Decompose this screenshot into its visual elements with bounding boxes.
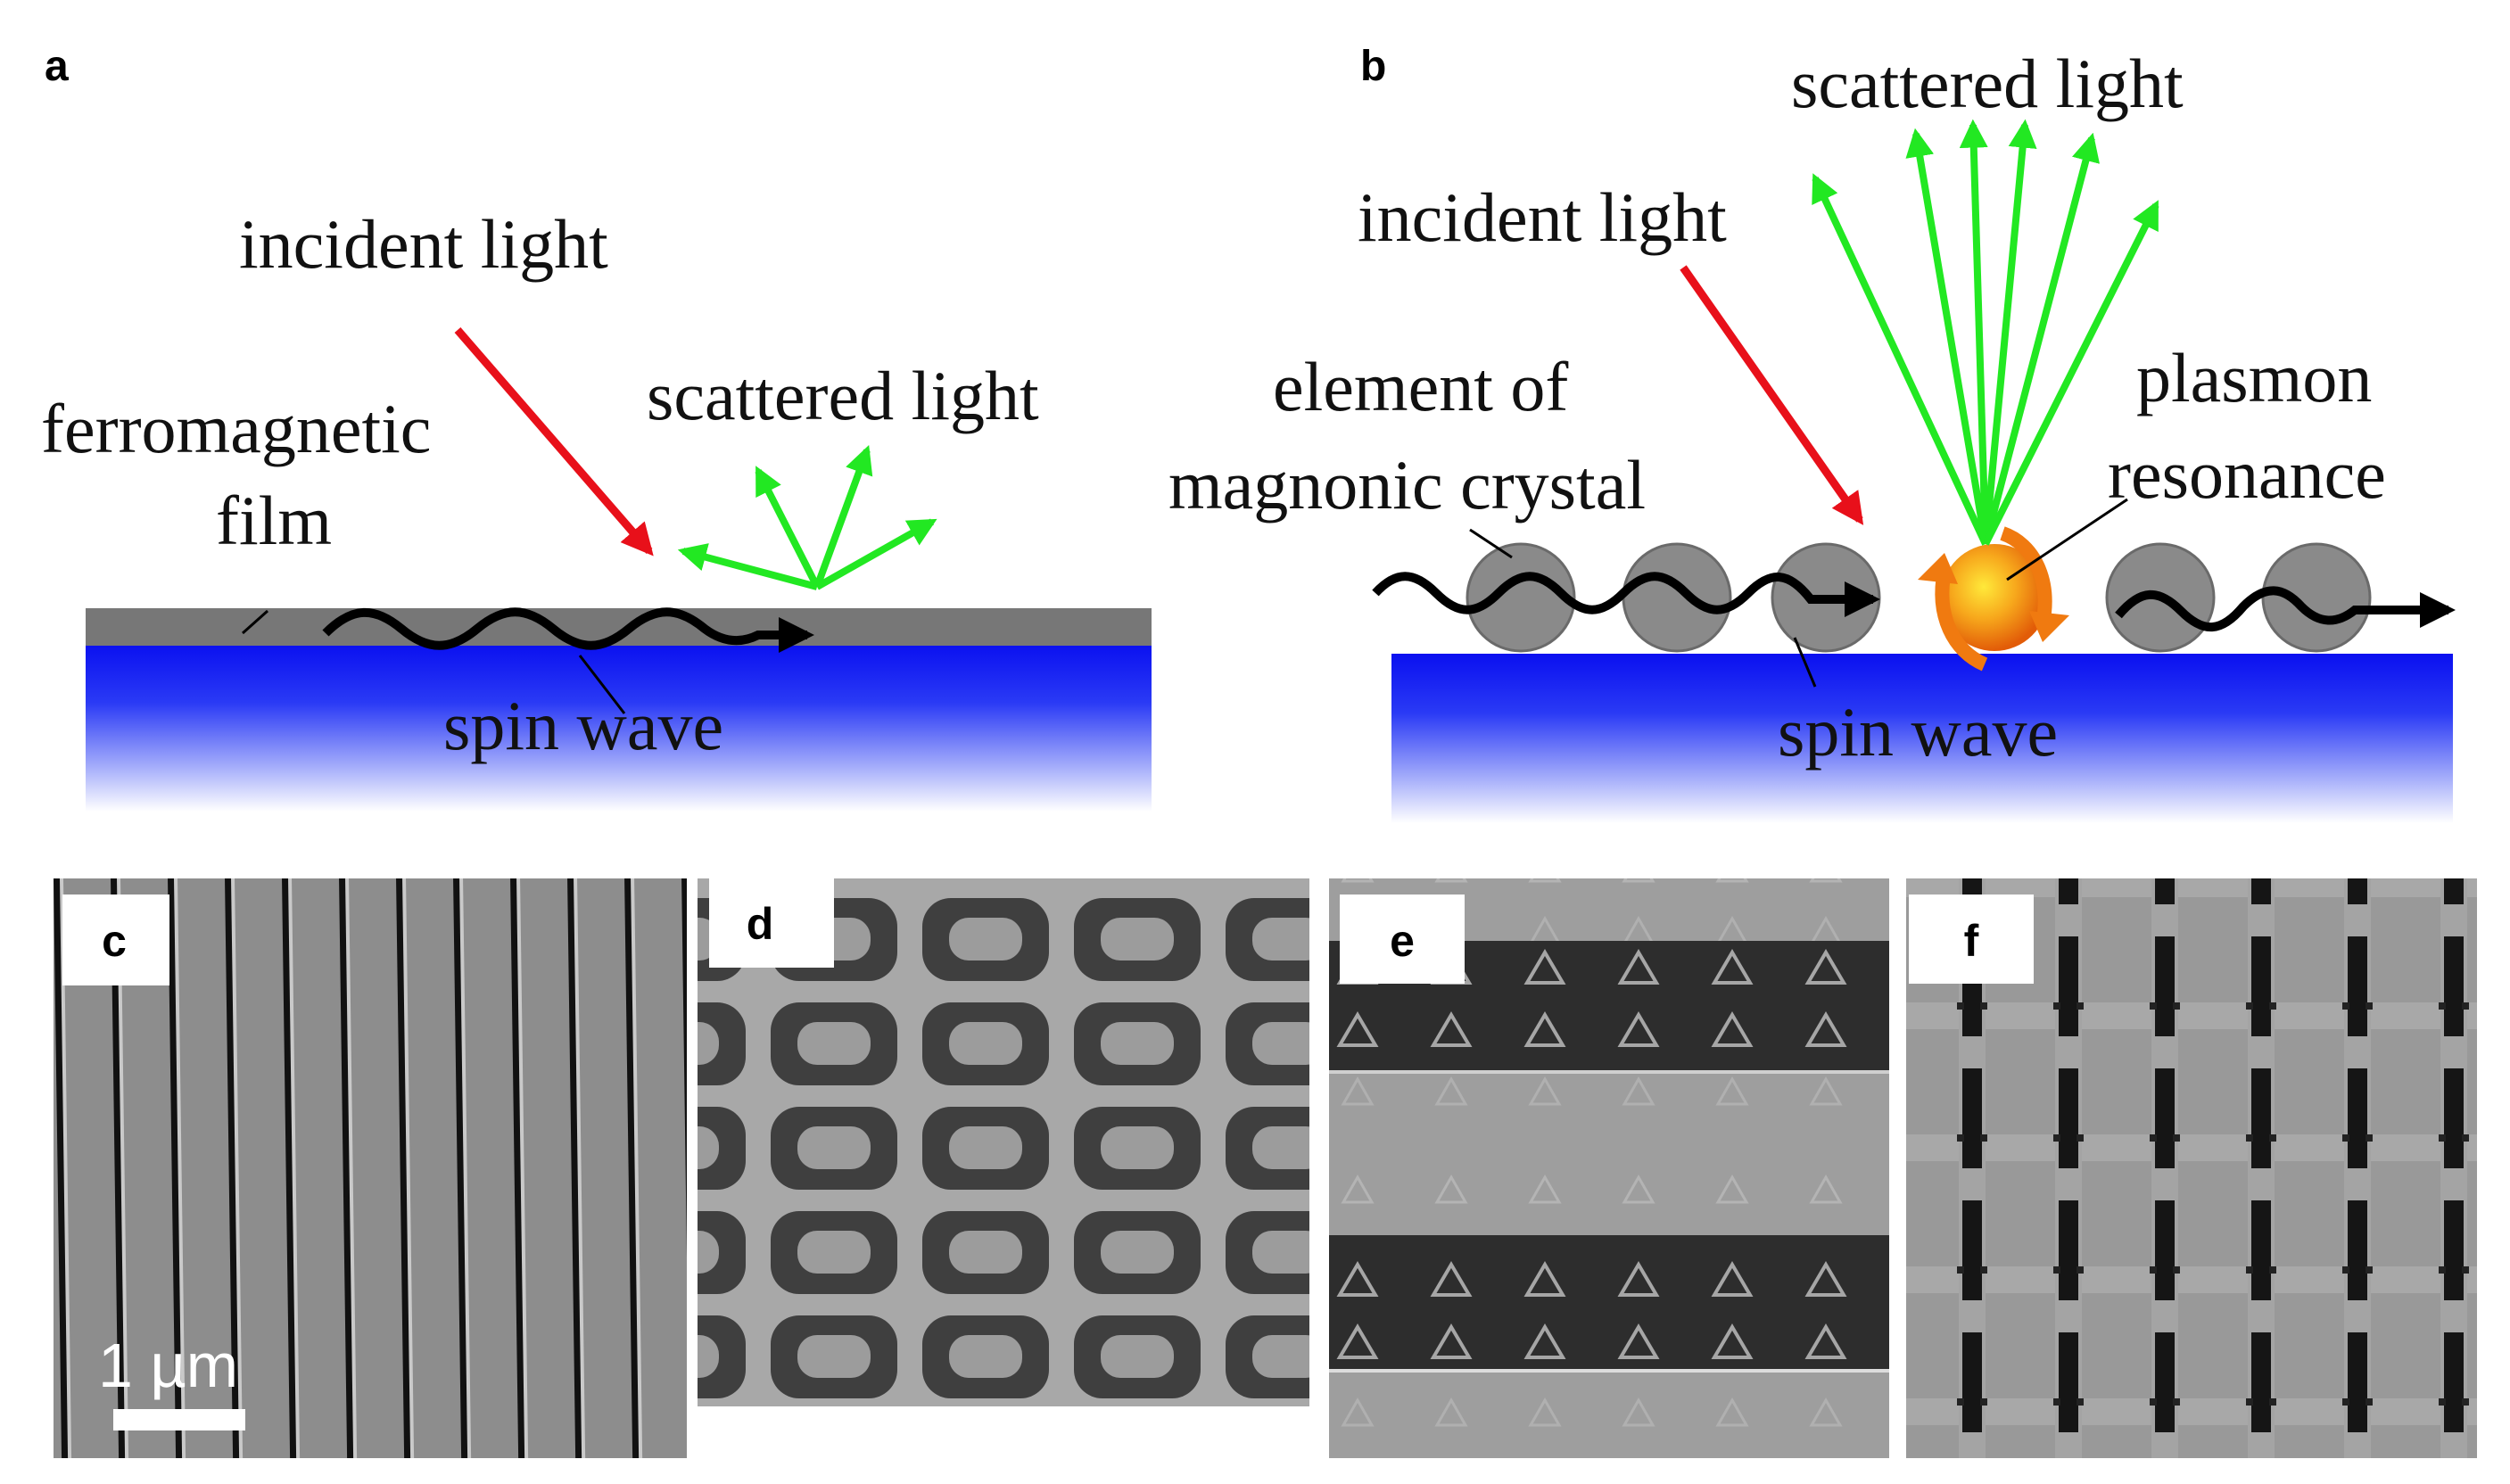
panel-b: b scattered light	[1168, 43, 2456, 823]
element-pointer	[1469, 528, 1513, 559]
spin-wave-b-left	[1372, 572, 1880, 617]
panel-e-letter: e	[1390, 916, 1415, 966]
substrate-b	[1391, 654, 2453, 823]
panel-e: e	[1329, 878, 1889, 1458]
resonance-label: resonance	[2108, 435, 2386, 513]
incident-light-label-a: incident light	[239, 205, 608, 283]
scale-bar-label: 1 µm	[98, 1331, 238, 1400]
panel-c-letter: c	[102, 916, 127, 966]
scattered-arrows-b	[1812, 119, 2159, 546]
incident-arrow-a	[454, 327, 654, 556]
magnonic-crystal-label: magnonic crystal	[1168, 446, 1646, 524]
panel-f-label-box	[1909, 895, 2034, 984]
spin-wave-a	[322, 607, 814, 653]
panel-a-letter: a	[45, 43, 69, 90]
plasmon-pointer	[2006, 498, 2128, 581]
panel-f-letter: f	[1964, 916, 1979, 966]
magnonic-elements	[1466, 542, 2372, 653]
scale-bar	[113, 1409, 245, 1430]
panel-b-letter: b	[1360, 43, 1386, 90]
scattered-light-label-a: scattered light	[647, 357, 1039, 434]
spin-wave-b-right	[2115, 586, 2456, 632]
panel-c-label-box	[62, 895, 169, 985]
plasmon-sphere	[1918, 526, 2069, 672]
spin-wave-label-b: spin wave	[1778, 693, 2058, 771]
spin-wave-pointer-b	[1793, 637, 1817, 688]
panel-a: a incident light scattered light ferroma…	[41, 43, 1152, 812]
film-label: film	[216, 482, 332, 559]
panel-c: c 1 µm	[54, 878, 687, 1458]
panel-d-letter: d	[747, 899, 774, 949]
panel-f: f	[1906, 878, 2477, 1458]
panel-d: d	[698, 827, 1309, 1406]
scattered-light-label-b: scattered light	[1791, 45, 2184, 122]
film-pointer	[242, 609, 268, 635]
panel-d-label-box	[709, 878, 834, 968]
substrate-a	[86, 644, 1152, 812]
scattered-arrows-a	[677, 444, 937, 590]
panel-e-label-box	[1340, 895, 1465, 984]
spin-wave-pointer-a	[578, 655, 626, 714]
element-label: element of	[1273, 348, 1568, 425]
plasmon-label: plasmon	[2136, 339, 2372, 416]
ferromagnetic-label: ferromagnetic	[41, 390, 431, 467]
incident-arrow-b	[1680, 265, 1864, 525]
spin-wave-label-a: spin wave	[443, 687, 723, 764]
incident-light-label-b: incident light	[1358, 178, 1727, 256]
